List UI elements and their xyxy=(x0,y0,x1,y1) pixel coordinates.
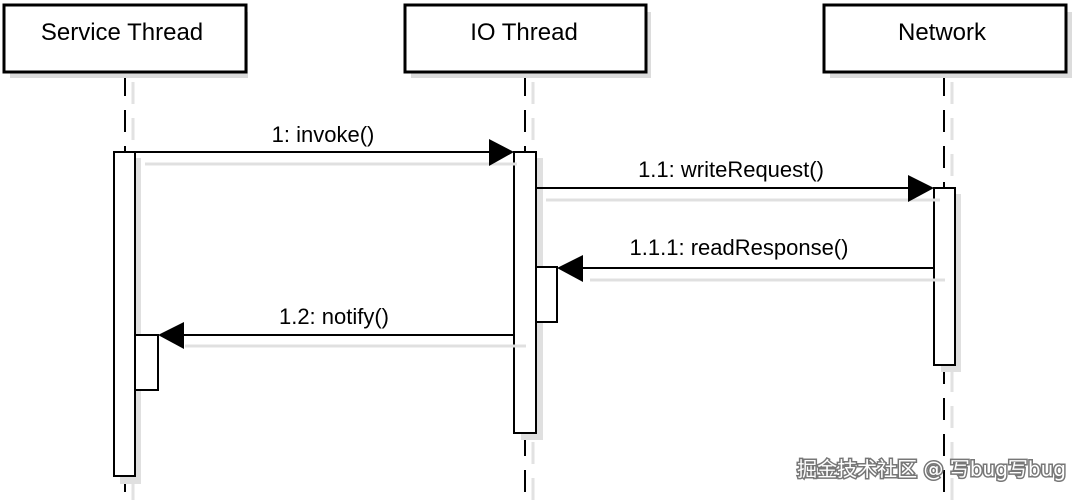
participant-io: IO Thread xyxy=(403,3,651,78)
participant-network: Network xyxy=(822,3,1072,78)
message-invoke-label: 1: invoke() xyxy=(272,122,375,147)
activation-service xyxy=(113,151,136,477)
participant-service-label: Service Thread xyxy=(41,19,203,46)
arrowhead-write-request xyxy=(908,175,934,202)
message-write-request-label: 1.1: writeRequest() xyxy=(638,157,824,182)
activation-network xyxy=(933,187,956,366)
participant-service: Service Thread xyxy=(2,3,248,78)
message-write-request: 1.1: writeRequest() xyxy=(536,157,940,202)
activation-io-nested xyxy=(535,266,558,323)
activations xyxy=(113,151,961,484)
arrowhead-read-response xyxy=(557,255,583,282)
watermark-text: 掘金技术社区 @ 写bug写bug xyxy=(797,457,1066,481)
message-read-response: 1.1.1: readResponse() xyxy=(557,235,945,282)
activation-service-nested xyxy=(134,334,159,391)
message-read-response-label: 1.1.1: readResponse() xyxy=(630,235,849,260)
activation-io xyxy=(513,151,537,434)
arrowhead-invoke xyxy=(489,139,514,166)
message-notify: 1.2: notify() xyxy=(158,304,526,349)
participant-network-label: Network xyxy=(898,19,987,46)
arrowhead-notify xyxy=(158,322,184,349)
participant-io-label: IO Thread xyxy=(470,19,578,46)
watermark: 掘金技术社区 @ 写bug写bug xyxy=(796,456,1068,483)
message-notify-label: 1.2: notify() xyxy=(279,304,389,329)
message-invoke: 1: invoke() xyxy=(135,122,517,166)
